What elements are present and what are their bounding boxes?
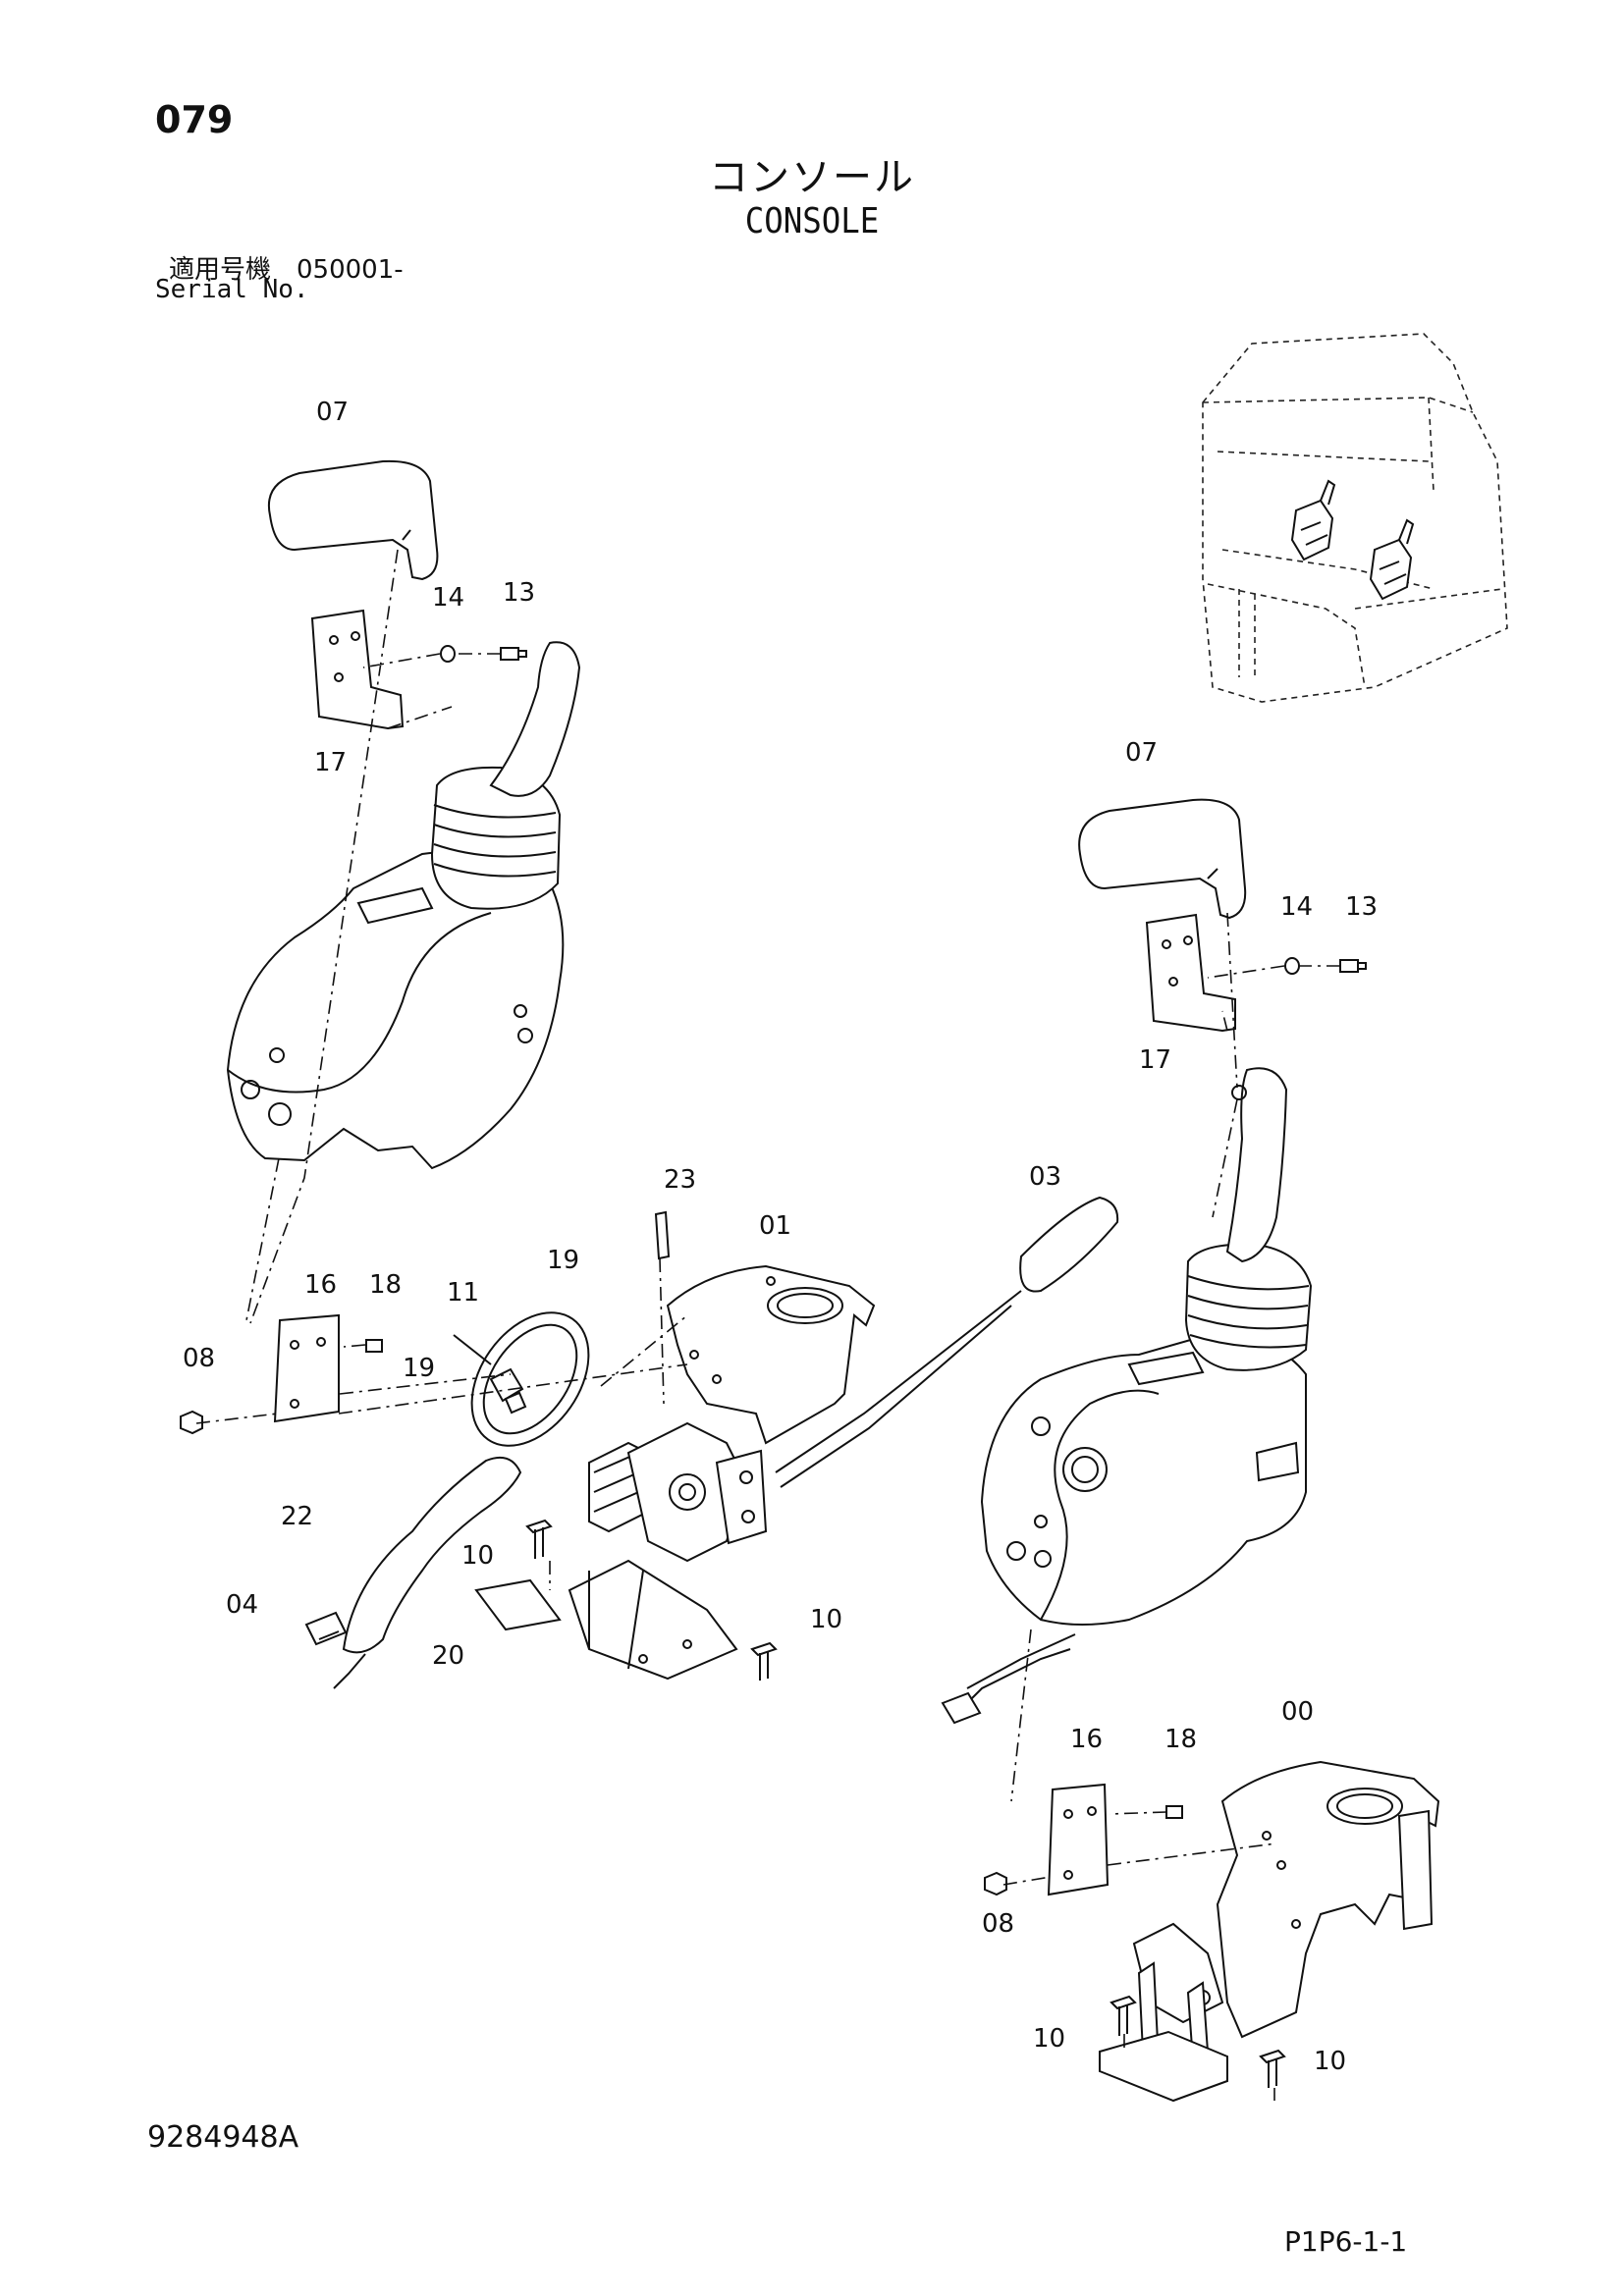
bolt-10-right-b [1259, 2049, 1286, 2088]
callout-00: 00 [1281, 1697, 1314, 1727]
callout-14-left: 14 [432, 583, 464, 613]
left-washer-14 [440, 645, 456, 663]
callout-16-left: 16 [304, 1270, 337, 1300]
callout-13-left: 13 [503, 578, 535, 608]
bolt-10-right-a [1110, 1995, 1137, 2036]
callout-10-right-a: 10 [1033, 2024, 1065, 2054]
callout-03: 03 [1029, 1162, 1061, 1192]
left-assembly-leaders [195, 549, 688, 1590]
right-plate-16 [1047, 1783, 1110, 1896]
callout-13-right: 13 [1345, 892, 1378, 922]
callout-10-left-b: 10 [810, 1605, 842, 1634]
bracket-20 [474, 1578, 562, 1631]
bolt-10-left-b [750, 1641, 778, 1681]
callout-11: 11 [447, 1278, 479, 1308]
callout-04: 04 [226, 1590, 258, 1620]
right-harness [966, 1633, 1076, 1704]
callout-18-left: 18 [369, 1270, 402, 1300]
left-lever-body [226, 641, 581, 1170]
callout-14-right: 14 [1280, 892, 1313, 922]
right-nut-08 [984, 1871, 1007, 1896]
callout-07-right: 07 [1125, 738, 1158, 768]
callout-10-right-b: 10 [1314, 2047, 1346, 2076]
left-bolt-13 [500, 647, 527, 661]
right-assembly-leaders [1002, 912, 1340, 2101]
left-nut-08 [180, 1410, 203, 1435]
right-lever-body [980, 1067, 1313, 1626]
harness-22 [333, 1457, 522, 1689]
left-plate-16 [273, 1313, 340, 1423]
document-id: 9284948A [147, 2120, 299, 2155]
right-bolt-18 [1165, 1805, 1183, 1819]
pin-23 [654, 1210, 671, 1260]
callout-17-left: 17 [314, 748, 347, 777]
lock-mechanism [588, 1421, 768, 1563]
switch-ring-19 [470, 1311, 590, 1447]
page-title-english: CONSOLE [744, 201, 880, 241]
page-number: 079 [155, 98, 234, 141]
callout-20: 20 [432, 1641, 464, 1671]
left-bracket-17 [310, 609, 405, 730]
callout-17-right: 17 [1139, 1045, 1171, 1075]
callout-19-top: 19 [547, 1246, 579, 1275]
lock-lever-03 [775, 1196, 1119, 1488]
serial-label-japanese: 適用号機 050001- [169, 255, 404, 285]
serial-label-english: Serial No. [155, 275, 309, 304]
page-reference: P1P6-1-1 [1284, 2225, 1408, 2258]
right-washer-14 [1284, 957, 1300, 975]
callout-23: 23 [664, 1165, 696, 1195]
left-armrest-07 [267, 459, 439, 581]
connector-04 [304, 1611, 348, 1646]
callout-10-left-a: 10 [461, 1541, 494, 1571]
callout-labels: 07 14 13 17 23 01 03 19 16 18 11 08 19 2… [183, 398, 1378, 2076]
cab-location-inset [1202, 333, 1508, 703]
control-lever-base-01 [666, 1264, 876, 1445]
callout-08-right: 08 [982, 1909, 1014, 1939]
callout-22: 22 [281, 1502, 313, 1531]
callout-07-left: 07 [316, 398, 349, 427]
bolt-10-left-a [525, 1519, 553, 1559]
right-bracket-17 [1145, 913, 1236, 1033]
inset-left-lever [1290, 479, 1336, 561]
callout-19-mid: 19 [403, 1354, 435, 1383]
page-title-japanese: コンソール [709, 155, 915, 200]
right-base-00 [1099, 1760, 1440, 2103]
right-armrest-07 [1078, 798, 1247, 920]
callout-01: 01 [759, 1211, 791, 1241]
inset-right-lever [1369, 518, 1415, 601]
callout-18-right: 18 [1164, 1725, 1197, 1754]
callout-16-right: 16 [1070, 1725, 1103, 1754]
left-bolt-18 [365, 1339, 383, 1353]
right-connector [941, 1691, 982, 1725]
callout-08-left: 08 [183, 1344, 215, 1373]
screw-11 [453, 1334, 492, 1365]
right-bolt-13 [1339, 959, 1367, 973]
base-plate [568, 1559, 738, 1681]
